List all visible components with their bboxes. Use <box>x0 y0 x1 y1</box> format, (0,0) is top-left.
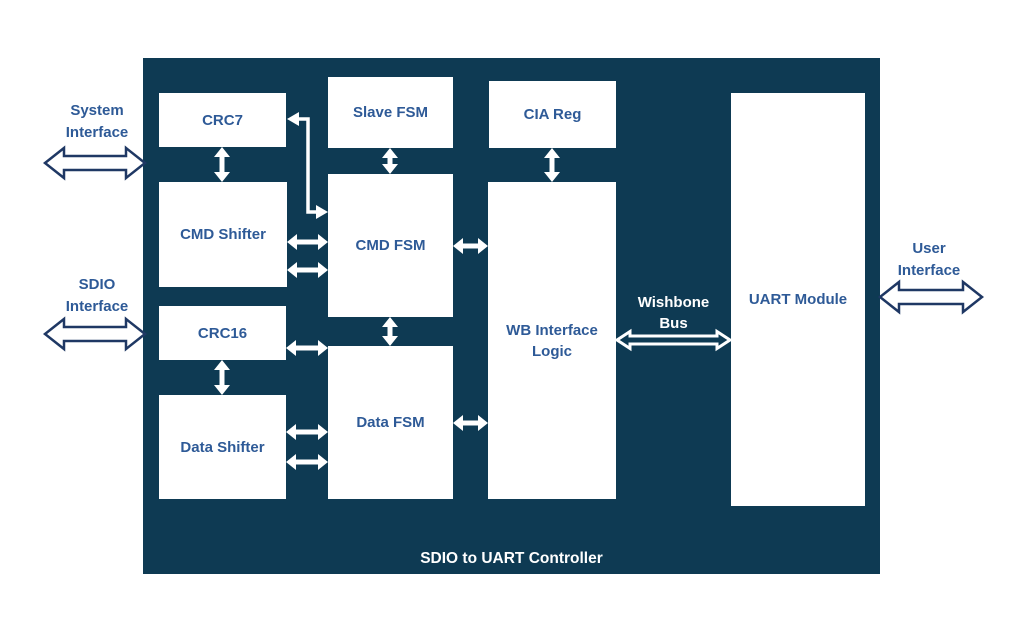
system-interface-label: System Interface <box>34 100 160 144</box>
system-interface-label-line1: System <box>70 102 124 119</box>
user-interface-label-line1: User <box>912 240 946 257</box>
sdio-interface-label-line2: Interface <box>65 298 129 315</box>
block-data-fsm: Data FSM <box>328 346 453 499</box>
block-data-shifter: Data Shifter <box>159 395 286 499</box>
block-cia-reg: CIA Reg <box>489 81 616 148</box>
user-interface-label: User Interface <box>866 238 992 282</box>
block-cmd-shifter-label: CMD Shifter <box>180 226 266 243</box>
system-interface-label-line2: Interface <box>65 124 129 141</box>
diagram-title: SDIO to UART Controller <box>420 550 603 567</box>
block-cia-reg-label: CIA Reg <box>523 106 582 123</box>
arrow-sdio-interface <box>42 316 148 352</box>
block-crc7-label: CRC7 <box>202 111 243 129</box>
block-uart-module-label: UART Module <box>748 291 848 308</box>
block-wb-interface-logic: WB Interface Logic <box>488 182 616 499</box>
block-data-fsm-label: Data FSM <box>356 414 425 431</box>
block-crc16-label: CRC16 <box>197 324 248 342</box>
block-uart-module: UART Module <box>731 93 865 506</box>
wishbone-bus-label-line2: Bus <box>659 315 688 332</box>
user-interface-label-line2: Interface <box>897 262 961 279</box>
block-crc7: CRC7 <box>159 93 286 147</box>
block-cmd-fsm: CMD FSM <box>328 174 453 317</box>
block-slave-fsm: Slave FSM <box>328 77 453 148</box>
block-crc16: CRC16 <box>159 306 286 360</box>
block-cmd-fsm-label: CMD FSM <box>355 237 426 254</box>
block-data-shifter-label: Data Shifter <box>180 438 265 456</box>
arrow-user-interface <box>877 279 985 315</box>
block-cmd-shifter: CMD Shifter <box>159 182 287 287</box>
arrow-system-interface <box>42 145 148 181</box>
wishbone-bus-label: Wishbone Bus <box>611 292 736 334</box>
block-slave-fsm-label: Slave FSM <box>352 104 429 121</box>
sdio-interface-label-line1: SDIO <box>78 276 116 293</box>
block-wb-interface-logic-label: WB Interface Logic <box>506 321 598 360</box>
sdio-interface-label: SDIO Interface <box>34 274 160 318</box>
wishbone-bus-label-line1: Wishbone <box>637 294 710 311</box>
